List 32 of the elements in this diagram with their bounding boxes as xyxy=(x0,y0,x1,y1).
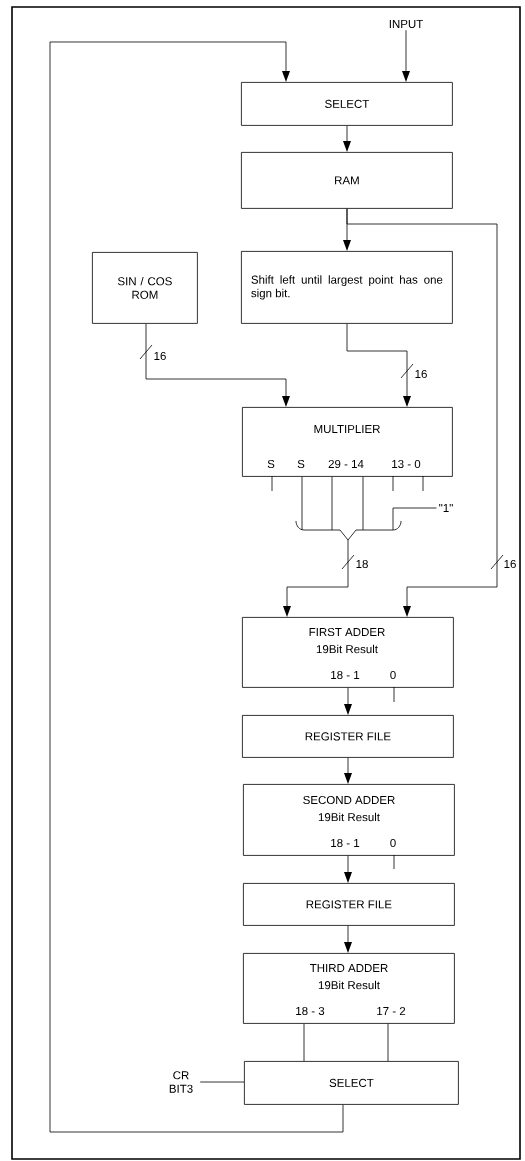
adder-box: SECOND ADDER 19Bit Result 18 - 1 0 xyxy=(243,784,455,856)
adder-box: THIRD ADDER 19Bit Result 18 - 3 17 - 2 xyxy=(243,953,455,1024)
connector-line xyxy=(199,1081,245,1083)
arrow xyxy=(49,41,344,1133)
arrow xyxy=(145,323,290,407)
constant-label: "1" xyxy=(439,504,453,512)
arrow xyxy=(344,757,352,784)
arrow xyxy=(346,323,411,407)
edge-label: 16 xyxy=(415,369,427,379)
arrow xyxy=(344,925,352,953)
arrow xyxy=(346,208,498,617)
edge-label: 16 xyxy=(154,351,166,361)
process-box: Shift left until largest point has one sign bit. xyxy=(241,251,453,324)
connector-line xyxy=(387,1023,389,1062)
register-box: REGISTER FILE xyxy=(242,715,454,758)
select-box: SELECT xyxy=(244,1061,459,1105)
select-box: SELECT xyxy=(241,82,453,126)
rom-box: SIN / COS ROM xyxy=(92,252,198,324)
memory-box: RAM xyxy=(241,152,453,209)
bus-merge-arrow xyxy=(283,476,437,617)
multiplier-box: MULTIPLIER S S 29 - 14 13 - 0 xyxy=(242,407,453,477)
adder-box: FIRST ADDER 19Bit Result 18 - 1 0 xyxy=(242,617,454,688)
edge-label: 16 xyxy=(504,559,516,569)
signal-label: CR BIT3 xyxy=(169,1071,193,1093)
arrow xyxy=(344,855,352,883)
arrow xyxy=(344,687,352,715)
connector-line xyxy=(303,1023,305,1062)
arrow xyxy=(343,125,351,152)
arrow xyxy=(402,29,410,82)
input-label: INPUT xyxy=(389,20,423,28)
edge-label: 18 xyxy=(356,559,368,569)
register-box: REGISTER FILE xyxy=(243,883,455,926)
